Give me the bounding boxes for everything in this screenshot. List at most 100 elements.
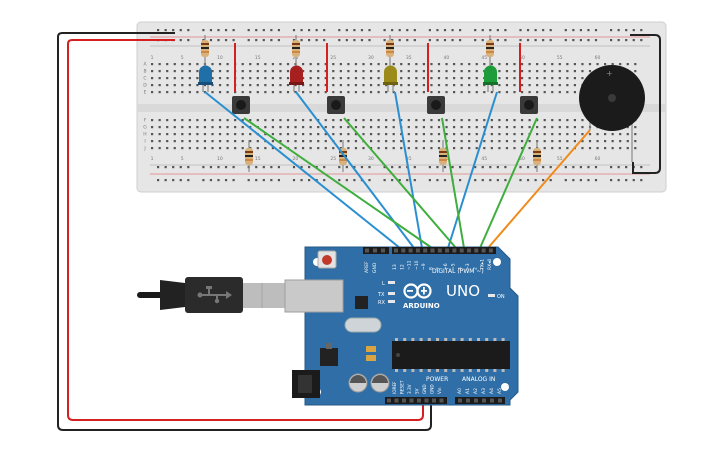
- column-number-bottom: 35: [406, 156, 412, 162]
- push-button-4[interactable]: [520, 96, 538, 114]
- column-number-top: 25: [330, 55, 336, 61]
- wire-button-3[interactable]: [441, 117, 465, 249]
- column-number-top: 45: [481, 55, 487, 61]
- ground-wire[interactable]: [57, 32, 432, 431]
- usb-cable[interactable]: [137, 277, 285, 313]
- breadboard-ground-bridge-wire[interactable]: [630, 34, 661, 174]
- row-letter: D: [143, 83, 147, 89]
- atmega-chip-pins: [395, 338, 505, 372]
- mount-hole-3: [493, 258, 501, 266]
- reset-button-cap: [322, 255, 332, 265]
- digital-header-label: DIGITAL (PWM ~): [432, 268, 484, 275]
- column-number-bottom: 45: [481, 156, 487, 162]
- column-number-bottom: 1: [151, 156, 154, 162]
- usb-connector-metal: [243, 283, 285, 308]
- breadboard-column-numbers: 1155101015152020252530303535404045455050…: [151, 55, 601, 162]
- push-button-3[interactable]: [427, 96, 445, 114]
- push-button-1[interactable]: [232, 96, 250, 114]
- digital-pin-label: ~5: [450, 263, 456, 270]
- column-number-bottom: 20: [293, 156, 299, 162]
- wire-button-2[interactable]: [343, 117, 457, 249]
- digital-pin-label: 7: [436, 267, 442, 270]
- resistor-button-1[interactable]: [245, 140, 253, 172]
- push-button-2[interactable]: [327, 96, 345, 114]
- column-number-top: 10: [217, 55, 223, 61]
- piezo-buzzer[interactable]: +: [579, 65, 645, 162]
- analog-header-label: ANALOG IN: [462, 376, 495, 383]
- wire-button-1[interactable]: [243, 117, 433, 249]
- wire-led-green[interactable]: [447, 91, 498, 249]
- row-letter: E: [144, 90, 147, 96]
- power-5v-wire[interactable]: [67, 39, 424, 421]
- wire-led-yellow[interactable]: [394, 91, 423, 249]
- arduino-logo-icon: [403, 283, 432, 299]
- column-number-bottom: 30: [368, 156, 374, 162]
- led-green[interactable]: [483, 65, 498, 93]
- aref-label: AREF: [364, 261, 370, 273]
- column-number-top: 50: [519, 55, 525, 61]
- analog-pin-label: A2: [473, 388, 479, 394]
- digital-pin-label: ~6: [443, 263, 449, 270]
- column-number-bottom: 5: [181, 156, 184, 162]
- gnd-label: GND: [372, 262, 378, 273]
- power-sockets: [387, 398, 444, 403]
- led-red[interactable]: [289, 65, 304, 93]
- led-rx-label: RX: [378, 300, 385, 306]
- atmega-chip: [392, 341, 510, 369]
- power-pin-label: 3.3V: [407, 384, 412, 394]
- digital-pin-label: 12: [399, 264, 405, 270]
- power-header-label: POWER: [426, 376, 448, 383]
- analog-header: [455, 397, 505, 404]
- analog-pin-label: A0: [457, 388, 463, 394]
- digital-pin-label: 13: [392, 264, 398, 270]
- voltage-regulator-small: [355, 296, 368, 309]
- column-number-top: 60: [595, 55, 601, 61]
- row-letter: C: [143, 76, 146, 82]
- digital-pin-label: ~10: [414, 260, 420, 270]
- column-number-top: 5: [181, 55, 184, 61]
- usb-b-port: [284, 279, 344, 313]
- wire-buzzer[interactable]: [487, 129, 591, 249]
- mount-hole-4: [501, 383, 509, 391]
- column-number-bottom: 55: [557, 156, 563, 162]
- resistor-led-yellow[interactable]: [386, 35, 394, 66]
- power-pin-label: GND: [430, 384, 435, 394]
- power-pin-label: 5V: [415, 388, 420, 394]
- led-yellow[interactable]: [383, 65, 398, 93]
- breadboard-center-channel: [137, 104, 666, 112]
- digital-pin-label: 4: [458, 267, 464, 270]
- led-blue[interactable]: [198, 65, 213, 93]
- led-on-label: ON: [497, 294, 505, 300]
- column-number-top: 40: [444, 55, 450, 61]
- analog-pin-label: A3: [481, 388, 487, 394]
- resistor-led-green[interactable]: [486, 35, 494, 66]
- resistor-button-4[interactable]: [533, 140, 541, 172]
- buzzer-plus-mark: +: [606, 69, 613, 78]
- usb-icon: [197, 286, 232, 304]
- resistor-button-3[interactable]: [439, 140, 447, 172]
- digital-pin-label: RX◂0: [487, 259, 493, 270]
- crystal-oscillator: [344, 317, 382, 333]
- column-number-bottom: 15: [255, 156, 261, 162]
- arduino-logo-text: ARDUINO: [403, 302, 440, 310]
- column-number-bottom: 60: [595, 156, 601, 162]
- voltage-regulator: [320, 348, 338, 366]
- resistor-led-blue[interactable]: [201, 35, 209, 66]
- digital-pin-label: TX▸1: [480, 259, 486, 271]
- column-number-top: 35: [406, 55, 412, 61]
- signal-wires: [204, 91, 591, 249]
- wire-button-4[interactable]: [479, 117, 538, 249]
- resistor-led-red[interactable]: [292, 35, 300, 66]
- column-number-bottom: 10: [217, 156, 223, 162]
- wire-led-blue[interactable]: [204, 91, 401, 249]
- digital-header: [392, 247, 496, 254]
- digital-pin-label: 8: [429, 267, 435, 270]
- board-model-text: UNO: [446, 282, 480, 300]
- digital-sockets: [365, 248, 493, 253]
- row-letter: J: [143, 146, 145, 152]
